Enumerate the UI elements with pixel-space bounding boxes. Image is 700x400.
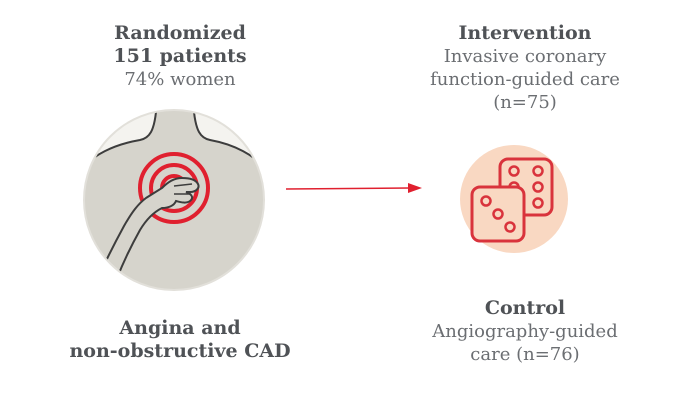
women-percentage: 74% women <box>124 69 236 90</box>
control-title: Control <box>484 297 566 319</box>
randomized-title: Randomized <box>114 22 246 44</box>
control-block: Control Angiography-guided care (n=76) <box>400 297 650 366</box>
intervention-line2: function-guided care <box>430 69 620 90</box>
randomized-block: Randomized 151 patients 74% women <box>60 22 300 91</box>
hand-on-chest <box>90 176 200 290</box>
intervention-count: (n=75) <box>493 92 557 113</box>
population-line2: non-obstructive CAD <box>69 340 291 362</box>
intervention-line1: Invasive coronary <box>443 46 607 67</box>
patient-count: 151 patients <box>113 45 247 67</box>
population-line1: Angina and <box>119 317 241 339</box>
intervention-title: Intervention <box>458 22 592 44</box>
control-line2: care (n=76) <box>470 344 580 365</box>
arrow-right-icon <box>285 183 422 193</box>
control-line1: Angiography-guided <box>432 321 618 342</box>
pain-ring-outer <box>138 152 210 224</box>
intervention-block: Intervention Invasive coronary function-… <box>400 22 650 114</box>
population-block: Angina and non-obstructive CAD <box>40 317 320 363</box>
chest-pain-icon <box>83 109 265 291</box>
dice-icon <box>460 145 568 253</box>
